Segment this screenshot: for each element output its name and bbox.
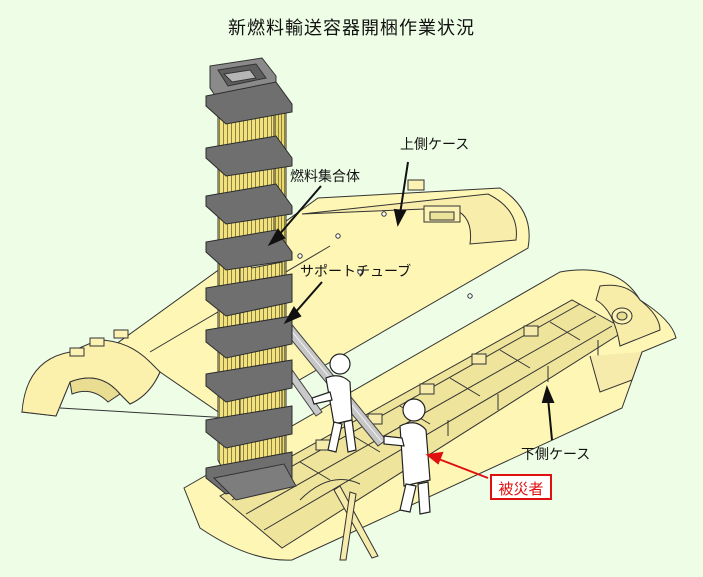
pointer-arrows [267,161,555,479]
fuel-assembly [205,57,297,501]
lower-case [183,269,677,561]
worker-back [311,353,357,453]
label-upper-case: 上側ケース [400,137,470,153]
diagram-title: 新燃料輸送容器開梱作業状況 [228,18,475,39]
label-lower-case: 下側ケース [521,447,591,463]
label-support-tube: サポートチューブ [300,264,412,280]
label-victim: 被災者 [490,474,552,500]
label-fuel-assembly: 燃料集合体 [290,169,360,185]
worker-victim [383,398,431,515]
